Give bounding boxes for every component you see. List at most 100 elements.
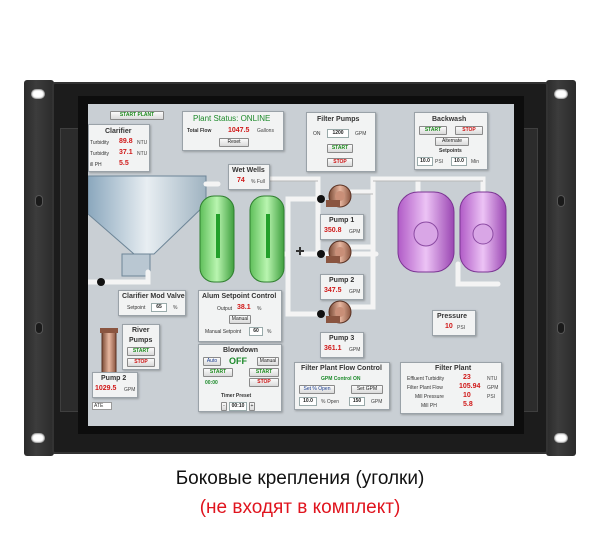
blowdown-stop-button[interactable]: STOP <box>249 378 279 387</box>
blowdown-start-button[interactable]: START <box>203 368 233 377</box>
pump-1-unit: GPM <box>349 229 361 235</box>
pump-2-value: 347.5 <box>324 287 342 294</box>
pressure-title: Pressure <box>437 313 467 320</box>
filter-plant-row-label: Mill PH <box>421 403 437 409</box>
gpm-setpoint-unit: GPM <box>371 399 383 405</box>
clarifier-row-unit: NTU <box>137 151 148 157</box>
filter-pumps-unit: GPM <box>355 131 367 137</box>
clarifier-row-unit: NTU <box>137 140 148 146</box>
river-pumps-start-button[interactable]: START <box>127 347 155 356</box>
blowdown-auto-button[interactable]: Auto <box>203 357 221 366</box>
pump-3-value: 361.1 <box>324 345 342 352</box>
bracket-hole <box>36 196 42 206</box>
plant-status-title: Plant Status: ONLINE <box>193 114 271 123</box>
set-gpm-button[interactable]: Set GPM <box>351 385 383 394</box>
river-pumps-stop-button[interactable]: STOP <box>127 358 155 367</box>
wet-wells-unit: % Full <box>251 179 265 185</box>
percent-open-field[interactable]: 10.0 <box>299 397 317 406</box>
flow-control-panel: Filter Plant Flow Control GPM Control ON… <box>294 362 390 410</box>
clarifier-valve-setpoint-field[interactable]: 65 <box>151 303 167 312</box>
pressure-unit: PSI <box>457 325 466 331</box>
timer-increment-button[interactable]: + <box>249 402 255 411</box>
wet-well-level <box>216 214 220 258</box>
backwash-start-button[interactable]: START <box>419 126 447 135</box>
backwash-alternate-button[interactable]: Alternate <box>435 137 469 146</box>
blowdown-start-button[interactable]: START <box>249 368 279 377</box>
bracket-hole <box>554 433 568 443</box>
caption-line-1: Боковые крепления (уголки) <box>175 468 425 489</box>
filter-plant-row-value: 10 <box>463 392 471 399</box>
filter-plant-row-label: Mill Pressure <box>415 394 444 400</box>
pump-2-panel: Pump 2 347.5 GPM <box>320 274 364 300</box>
backwash-pressure-setpoint[interactable]: 10.0 <box>417 157 433 166</box>
alum-manual-setpoint-field[interactable]: 60 <box>249 327 263 336</box>
alum-manual-setpoint-unit: % <box>267 329 272 335</box>
pump-2-title: Pump 2 <box>329 277 355 284</box>
percent-open-unit: % Open <box>321 399 340 405</box>
bracket-hole <box>36 323 42 333</box>
river-pump-graphic <box>101 331 117 377</box>
river-pump-2-unit: GPM <box>124 387 136 393</box>
backwash-pressure-unit: PSI <box>435 159 444 165</box>
flow-control-title: Filter Plant Flow Control <box>301 365 382 372</box>
clarifier-panel: Clarifier Turbidity 89.8 NTU Turbidity 3… <box>88 124 150 172</box>
backwash-time-setpoint[interactable]: 10.0 <box>451 157 467 166</box>
filter-pumps-start-button[interactable]: START <box>327 144 353 153</box>
start-plant-button[interactable]: START PLANT <box>110 111 164 120</box>
pump-3-panel: Pump 3 361.1 GPM <box>320 332 364 358</box>
backwash-stop-button[interactable]: STOP <box>455 126 483 135</box>
total-flow-value: 1047.5 <box>228 127 250 134</box>
river-pumps-title: River <box>132 327 150 334</box>
alum-manual-setpoint-label: Manual Setpoint <box>205 329 242 335</box>
total-flow-label: Total Flow <box>187 128 212 134</box>
set-percent-open-button[interactable]: Set % Open <box>299 385 335 394</box>
filter-plant-row-label: Filter Plant Flow <box>407 385 443 391</box>
pressure-panel: Pressure 10 PSI <box>432 310 476 336</box>
river-pumps-title-line2: Pumps <box>129 337 153 344</box>
filter-plant-panel: Filter Plant Effluent Turbidity 23 NTU F… <box>400 362 502 414</box>
filter-pumps-on-label: ON <box>313 131 321 137</box>
blowdown-title: Blowdown <box>223 347 258 354</box>
bracket-hole <box>558 323 564 333</box>
pump-3-graphic <box>326 300 352 324</box>
date-field-fragment: ATE <box>92 402 113 410</box>
alum-manual-button[interactable]: Manual <box>229 315 251 324</box>
timer-preset-label: Timer Preset <box>221 393 252 399</box>
clarifier-row-value: 37.1 <box>119 149 133 156</box>
bracket-hole <box>31 89 45 99</box>
pressure-value: 10 <box>445 323 453 330</box>
clarifier-valve-setpoint-label: Setpoint <box>127 305 146 311</box>
timer-preset-field[interactable]: 00:10 <box>229 402 247 411</box>
filter-pumps-setpoint-field[interactable]: 1200 <box>327 129 349 138</box>
pump-3-unit: GPM <box>349 347 361 353</box>
alum-control-panel: Alum Setpoint Control Output 38.1 % Manu… <box>198 290 282 342</box>
pump-2-graphic <box>326 240 352 264</box>
total-flow-unit: Gallons <box>257 128 274 134</box>
wet-wells-value: 74 <box>237 177 245 184</box>
wet-wells-panel: Wet Wells 74 % Full <box>228 164 270 190</box>
clarifier-row-label: ill PH <box>90 162 102 168</box>
filter-plant-row-value: 5.8 <box>463 401 473 408</box>
pump-1-value: 350.8 <box>324 227 342 234</box>
filter-pumps-panel: Filter Pumps ON 1200 GPM START STOP <box>306 112 376 172</box>
alum-control-title: Alum Setpoint Control <box>202 293 277 300</box>
blowdown-manual-button[interactable]: Manual <box>257 357 279 366</box>
backwash-title: Backwash <box>432 116 467 123</box>
clarifier-valve-panel: Clarifier Mod Valve Setpoint 65 % <box>118 290 186 316</box>
junction-cross-icon <box>296 247 304 255</box>
filter-plant-title: Filter Plant <box>435 365 472 372</box>
filter-plant-row-unit: PSI <box>487 394 496 400</box>
wet-wells-title: Wet Wells <box>232 167 265 174</box>
right-mounting-bracket <box>546 80 576 456</box>
clarifier-tank-base <box>121 253 151 277</box>
blowdown-state: OFF <box>229 356 247 366</box>
timer-decrement-button[interactable]: - <box>221 402 227 411</box>
reset-button[interactable]: Reset <box>219 138 249 147</box>
clarifier-row-label: Turbidity <box>90 151 109 157</box>
alum-output-unit: % <box>257 306 262 312</box>
gpm-setpoint-field[interactable]: 150 <box>349 397 365 406</box>
filter-pumps-stop-button[interactable]: STOP <box>327 158 353 167</box>
river-pumps-panel: River Pumps START STOP <box>122 324 160 370</box>
pump-2-unit: GPM <box>349 289 361 295</box>
backwash-time-unit: Min <box>471 159 480 165</box>
